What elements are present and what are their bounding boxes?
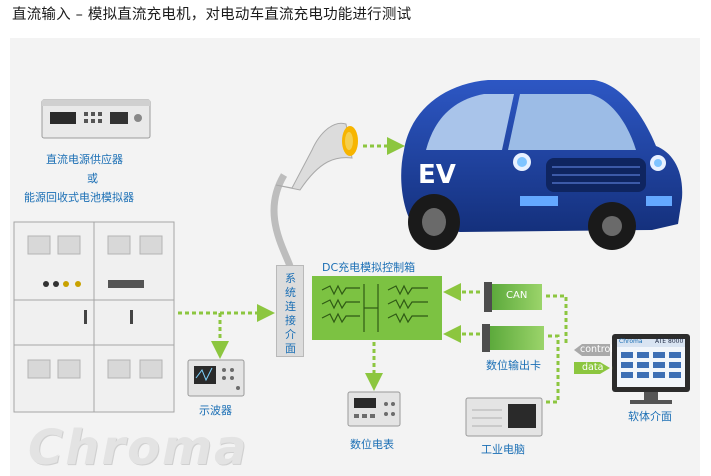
digital-output-card-label: 数位输出卡 bbox=[486, 359, 541, 372]
oscilloscope-label: 示波器 bbox=[199, 404, 232, 417]
dc-power-supply-icon bbox=[41, 99, 151, 139]
control-arrow-label: control bbox=[580, 344, 613, 355]
industrial-pc-icon bbox=[465, 397, 543, 437]
software-label: 软体介面 bbox=[628, 410, 672, 423]
system-interface-box bbox=[276, 265, 304, 357]
digital-output-card-icon bbox=[482, 324, 544, 352]
software-model: ATE 8000 bbox=[655, 338, 684, 345]
ev-badge: EV bbox=[418, 160, 456, 190]
digital-multimeter-icon bbox=[347, 391, 401, 427]
software-monitor-icon bbox=[612, 334, 690, 404]
industrial-pc-label: 工业电脑 bbox=[481, 443, 525, 456]
oscilloscope-icon bbox=[187, 359, 245, 397]
system-interface-label: 系统连接介面 bbox=[285, 272, 296, 355]
data-arrow-label: data bbox=[582, 362, 604, 373]
power-supply-label: 直流电源供应器 bbox=[46, 153, 123, 166]
control-data-arrows bbox=[574, 344, 610, 374]
can-card-label: CAN bbox=[506, 290, 528, 301]
chroma-logo: Chroma bbox=[28, 420, 249, 476]
software-brand: Chroma bbox=[619, 338, 643, 345]
multimeter-label: 数位电表 bbox=[350, 438, 394, 451]
connection-lines bbox=[178, 137, 568, 404]
dc-control-box-icon bbox=[312, 276, 442, 340]
page-title: 直流输入 – 模拟直流充电机，对电动车直流充电功能进行测试 bbox=[12, 7, 412, 23]
battery-simulator-label: 能源回收式电池模拟器 bbox=[24, 191, 134, 204]
electric-car-icon bbox=[401, 80, 683, 250]
charging-gun-icon bbox=[270, 122, 358, 268]
can-card-icon bbox=[484, 282, 542, 312]
control-box-label: DC充电模拟控制箱 bbox=[322, 261, 416, 274]
power-supply-or-label: 或 bbox=[87, 172, 98, 185]
battery-simulator-cabinet-icon bbox=[13, 221, 175, 413]
